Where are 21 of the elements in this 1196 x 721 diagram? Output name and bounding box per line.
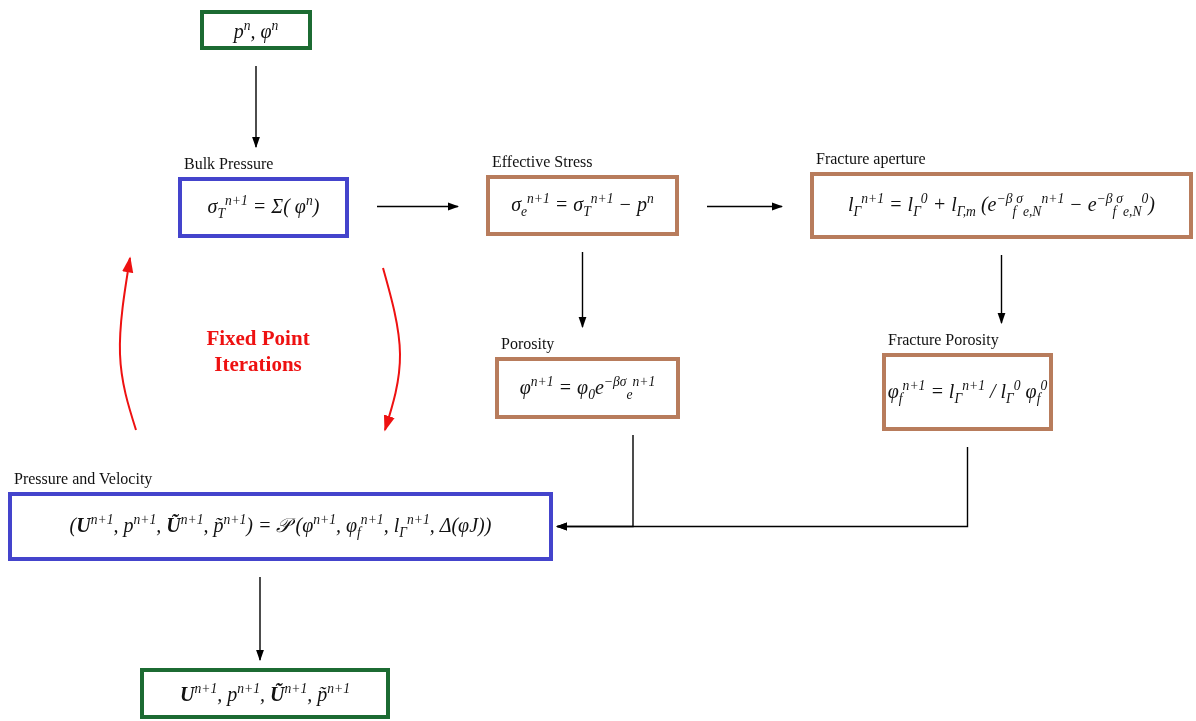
arrow: [555, 446, 969, 531]
formula: σ$_{T}$$^{n+1}$ = Σ( φ$^{n}$): [207, 193, 320, 222]
box-heading: Porosity: [501, 335, 555, 353]
box-heading: Fracture aperture: [816, 150, 926, 168]
arrow: [256, 576, 264, 662]
formula: p$^{n}$, φ$^{n}$: [233, 17, 279, 43]
box-heading: Fracture Porosity: [888, 331, 999, 349]
box-heading: Bulk Pressure: [184, 155, 274, 173]
formula: (U$^{n+1}$, p$^{n+1}$, Ũ$^{n+1}$, p̃$^{n+1}$) = 𝒫 (φ$^{n+1}$, φ$_{f}$$^{n+1}$, l$_{Γ}$$^{n+1}$, Δ(φJ)): [69, 512, 492, 541]
formula: U$^{n+1}$, p$^{n+1}$, Ũ$^{n+1}$, p̃$^{n+1}$: [180, 681, 350, 706]
curved-arrow: [382, 267, 401, 432]
arrow: [706, 202, 784, 211]
arrow: [252, 65, 260, 149]
box-heading: Effective Stress: [492, 153, 593, 171]
note-text: Fixed Point Iterations: [205, 325, 311, 378]
formula: σ$_{e}$$^{n+1}$ = σ$_{T}$$^{n+1}$ − p$^{n}$: [511, 191, 654, 220]
box-heading: Pressure and Velocity: [14, 470, 153, 488]
arrow: [578, 251, 587, 329]
arrow: [997, 254, 1006, 325]
arrow: [376, 202, 460, 211]
curved-arrow: [118, 256, 137, 431]
